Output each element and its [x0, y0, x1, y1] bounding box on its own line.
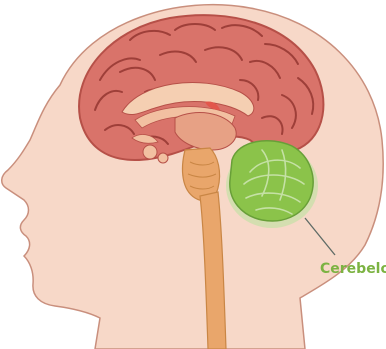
mammillary-body — [158, 153, 168, 163]
cerebelo-label: Cerebelo — [320, 261, 386, 277]
pituitary-gland — [143, 145, 157, 159]
